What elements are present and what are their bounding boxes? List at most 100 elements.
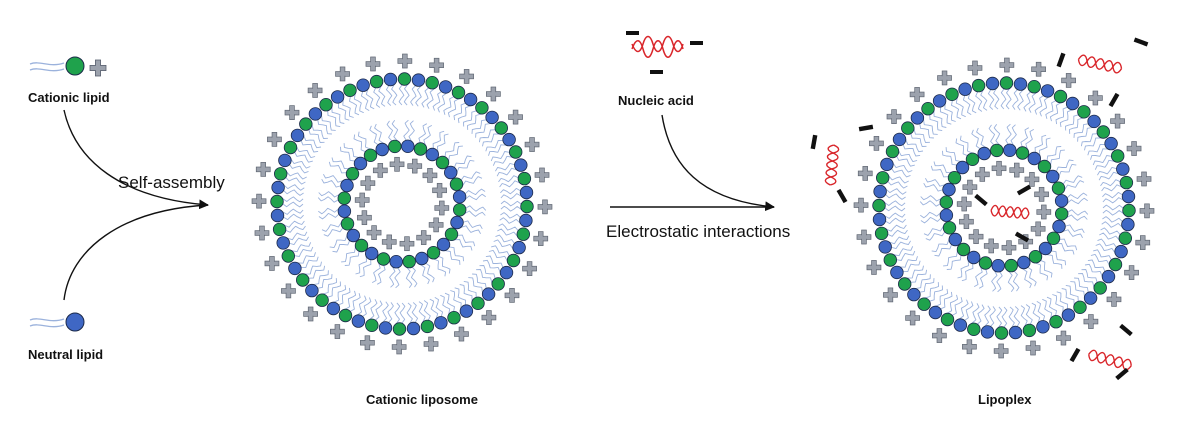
plus-charge-icon [956, 196, 972, 212]
cationic-head-icon [874, 226, 889, 241]
cationic-head-icon [1110, 149, 1125, 163]
nucleic-acid-label: Nucleic acid [618, 93, 694, 108]
cationic-head-icon [1108, 257, 1123, 272]
neutral-head-icon [1083, 291, 1098, 305]
plus-charge-icon [853, 197, 869, 213]
cationic-head-icon [965, 152, 980, 167]
neutral-head-icon [1065, 96, 1080, 111]
cationic-head-icon [921, 101, 935, 116]
cationic-head-icon [296, 273, 310, 287]
plus-charge-icon [429, 57, 444, 73]
neutral-head-icon [890, 265, 904, 280]
plus-charge-icon [999, 57, 1015, 73]
neutral-head-icon [436, 237, 451, 252]
neutral-head-icon [411, 73, 426, 87]
neutral-head-icon [356, 78, 370, 92]
neutral-head-icon [967, 250, 981, 265]
cationic-head-icon [494, 121, 509, 135]
neutral-head-icon [1116, 162, 1130, 176]
neutral-head-icon [389, 255, 403, 269]
plus-charge-icon [307, 83, 323, 98]
cationic-head-icon [945, 87, 959, 102]
neutral-head-icon [1104, 136, 1118, 151]
plus-charge-icon [1030, 221, 1046, 237]
neutral-head-icon [512, 240, 526, 255]
plus-charge-icon [974, 167, 990, 182]
neutral-head-icon [438, 80, 453, 94]
plus-charge-icon [284, 105, 300, 120]
neutral-head-icon [1052, 219, 1066, 234]
plus-charge-icon [1056, 330, 1071, 346]
neutral-head-icon [502, 132, 516, 147]
dna-helix-icon [1077, 54, 1123, 74]
cationic-head-icon [354, 238, 369, 253]
cationic-head-icon [872, 198, 886, 213]
plus-charge-icon [1126, 141, 1142, 156]
cationic-head-icon [425, 75, 439, 90]
cationic-head-icon [1093, 281, 1107, 295]
cationic-head-icon [1049, 315, 1063, 329]
plus-charge-icon [905, 310, 920, 326]
neutral-head-icon [415, 251, 429, 266]
plus-charge-icon [372, 163, 388, 178]
neutral-head-icon [290, 128, 305, 143]
neutral-head-icon [958, 82, 972, 96]
plus-charge-icon [267, 132, 282, 147]
neutral-head-icon [276, 236, 290, 250]
cationic-head-icon [471, 296, 485, 311]
cationic-head-icon [274, 167, 288, 181]
cationic-head-icon [517, 171, 532, 186]
cationic-head-icon [1077, 105, 1091, 119]
electrostatic-arrow [610, 114, 775, 212]
neutral-head-icon [928, 305, 943, 320]
minus-charge-icon [1133, 37, 1149, 47]
plus-charge-icon [254, 225, 270, 241]
dna-helix-icon [990, 204, 1030, 220]
cationic-head-icon [491, 277, 505, 291]
cationic-head-icon [939, 195, 954, 209]
plus-charge-icon [533, 231, 549, 246]
cationic-head-icon [901, 121, 915, 135]
cationic-head-icon [898, 277, 912, 291]
cationic-head-icon [1015, 146, 1030, 160]
plus-charge-icon [1088, 90, 1103, 106]
plus-charge-icon [330, 324, 345, 339]
neutral-head-icon [1008, 325, 1023, 340]
neutral-head-icon [401, 139, 415, 154]
neutral-head-icon [406, 321, 421, 336]
cationic-liposome-label: Cationic liposome [366, 392, 478, 407]
plus-charge-icon [1034, 186, 1049, 202]
cationic-head-icon [397, 72, 412, 86]
plus-charge-icon [389, 156, 405, 172]
neutral-head-icon [932, 94, 947, 108]
plus-charge-icon [486, 86, 501, 102]
plus-charge-icon [281, 283, 296, 299]
neutral-head-icon [1003, 143, 1017, 158]
neutral-head-icon [278, 153, 292, 168]
minus-charge-icon [1115, 367, 1129, 381]
plus-charge-icon [434, 200, 450, 216]
minus-charge-icon [1056, 52, 1066, 68]
plus-charge-icon [1135, 235, 1151, 250]
cationic-head-icon [956, 242, 971, 257]
plus-charge-icon [1139, 203, 1155, 219]
neutral-head-icon [485, 110, 499, 125]
cationic-head-icon [885, 144, 900, 159]
dna-helix-icon [824, 144, 840, 186]
neutral-head-icon [991, 259, 1005, 273]
cationic-head-icon [520, 199, 534, 214]
cationic-head-icon [272, 222, 287, 237]
plus-charge-icon [993, 343, 1009, 359]
neutral-head-icon [271, 180, 285, 195]
minus-charge-icon [858, 124, 874, 132]
neutral-head-icon [514, 158, 528, 172]
cationic-head-icon [1119, 175, 1134, 190]
plus-charge-icon [251, 193, 267, 209]
plus-charge-icon [869, 136, 884, 151]
cationic-head-icon [65, 56, 85, 76]
cationic-head-icon [475, 101, 489, 115]
neutral-head-icon [481, 287, 496, 301]
plus-charge-icon [991, 160, 1007, 176]
plus-charge-icon [866, 260, 882, 275]
cationic-head-icon [1053, 89, 1068, 104]
